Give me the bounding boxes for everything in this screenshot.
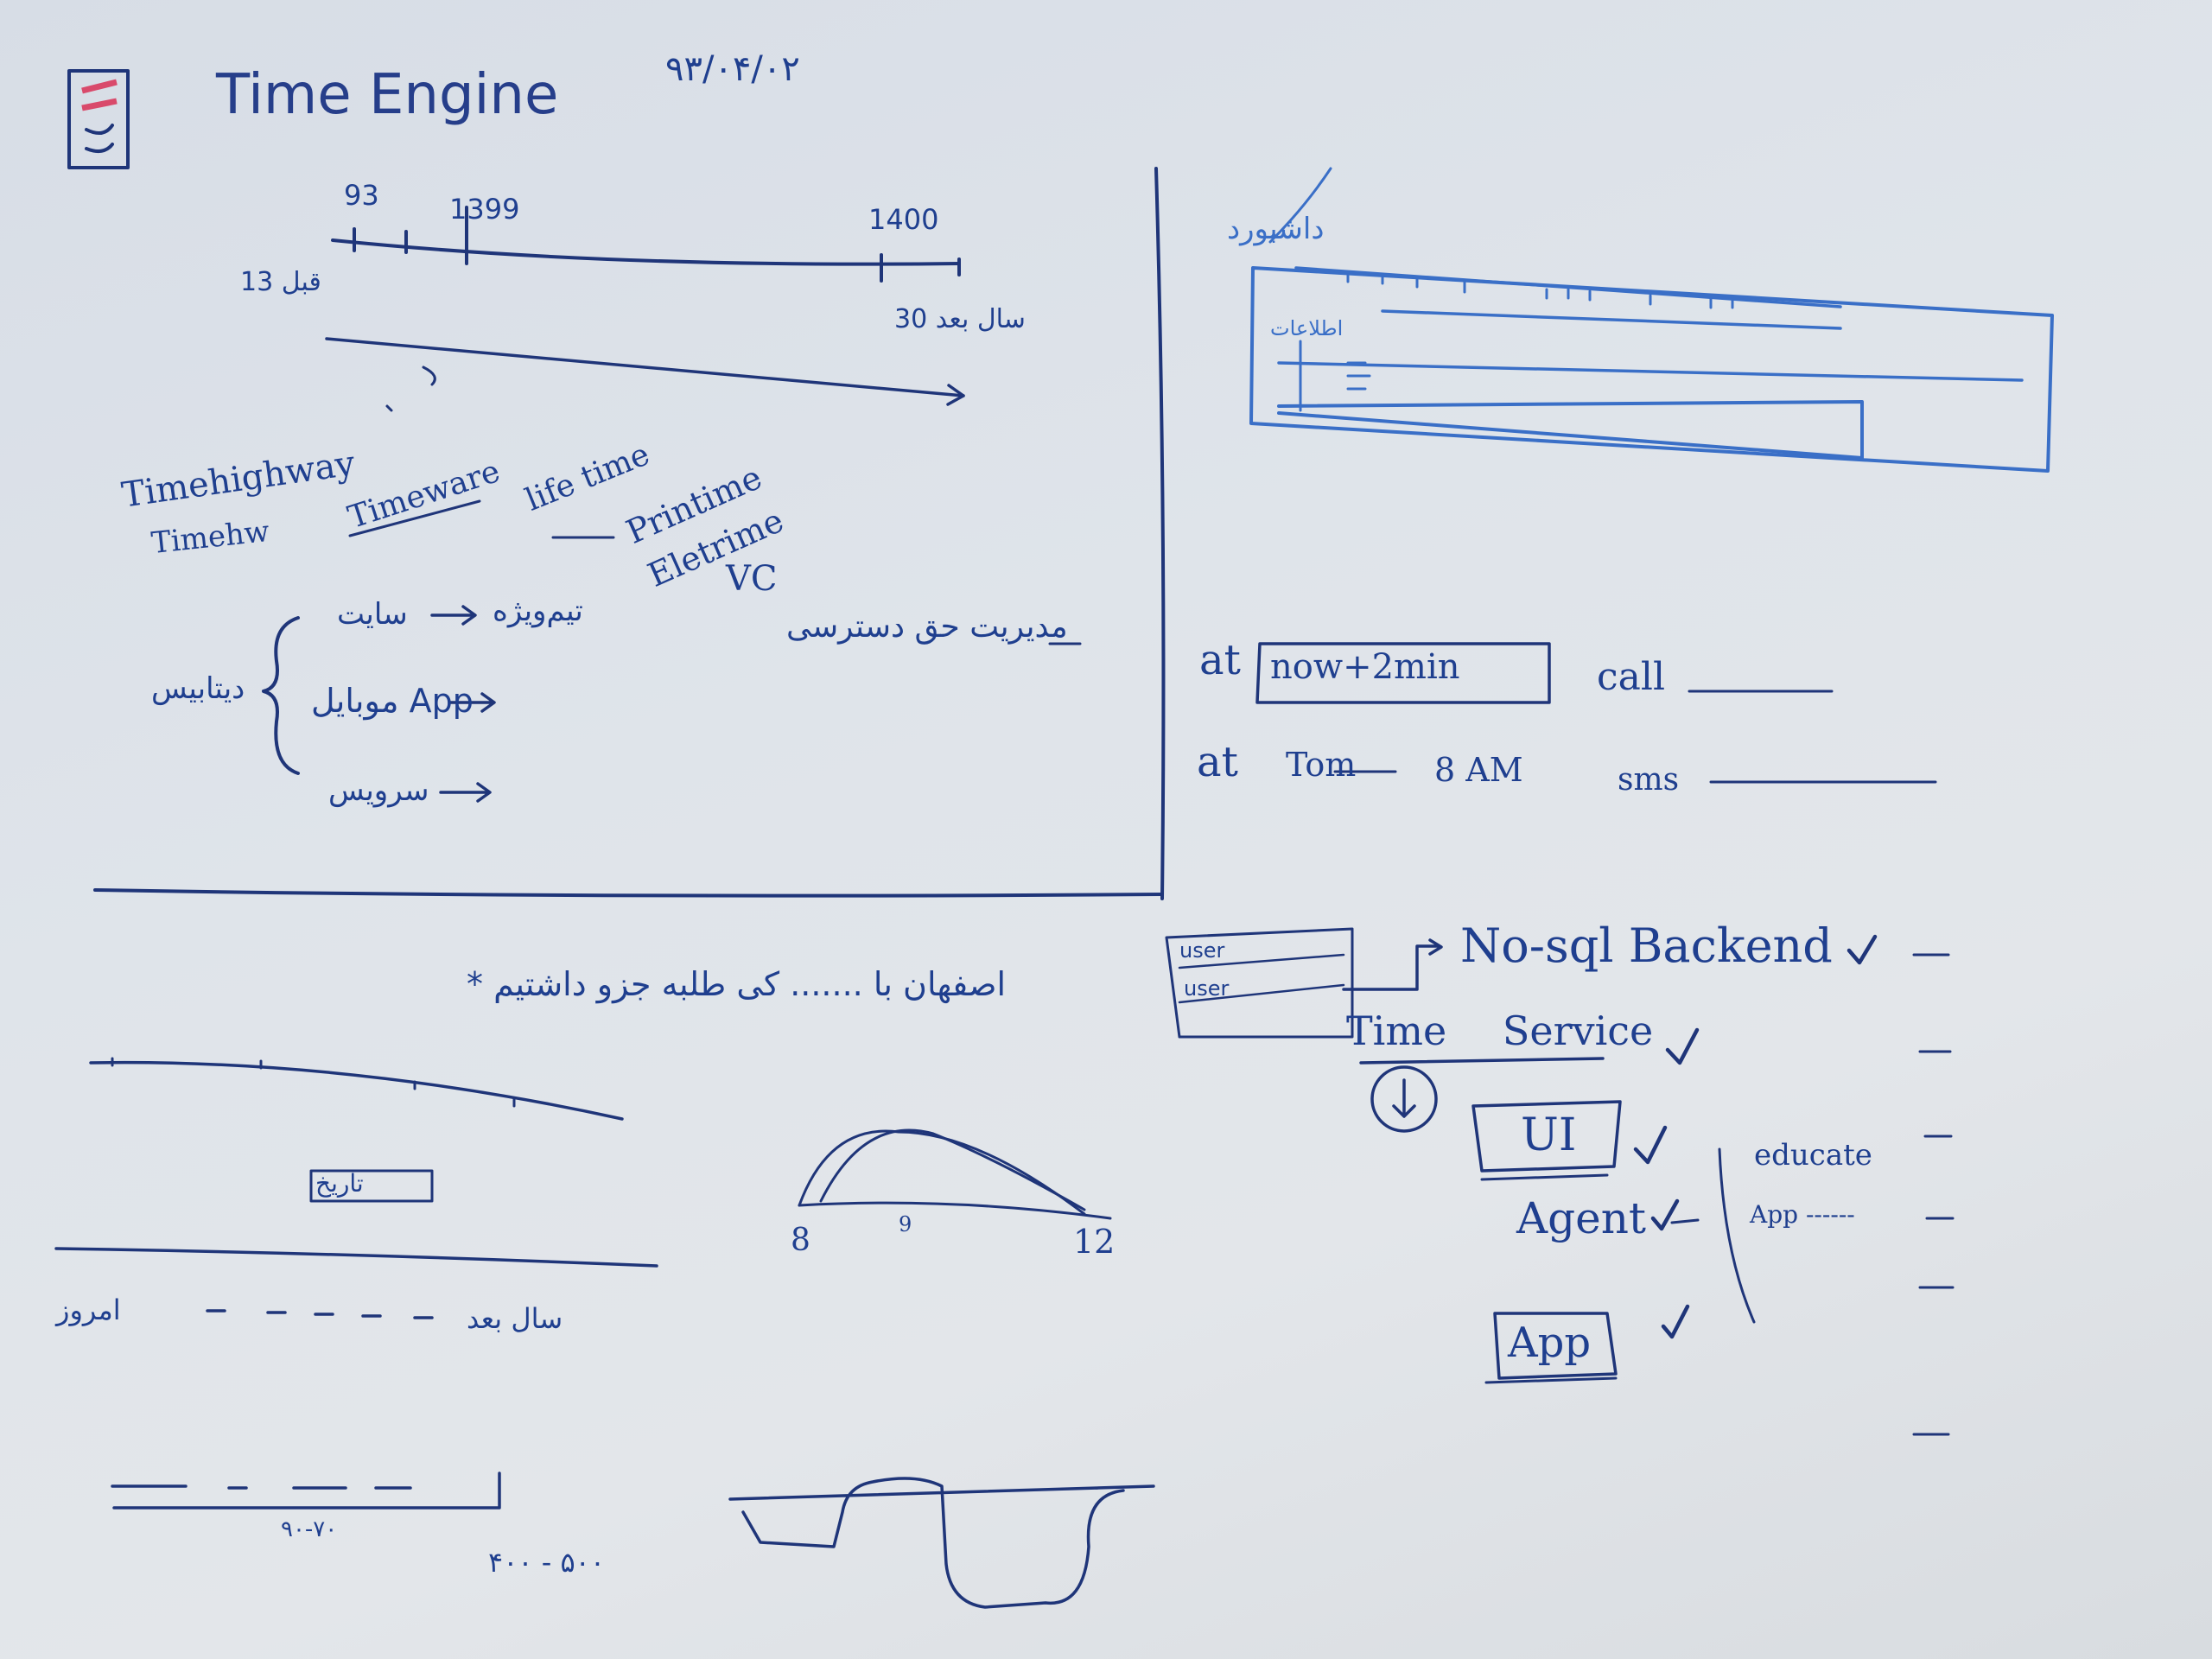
card-line-2: user <box>1184 976 1230 1001</box>
list-item-service: سرویس <box>328 773 429 808</box>
range-label-1: ۹۰-۷۰ <box>281 1516 338 1542</box>
list-item-site-source: تیم‌ویژه <box>493 594 583 628</box>
timeline-lines <box>325 206 965 412</box>
curve-x-mid: 9 <box>899 1212 912 1236</box>
arch-time-service: Time Service <box>1346 1007 1654 1054</box>
date-tag: تاریخ <box>315 1169 364 1198</box>
arch-app: App <box>1508 1319 1592 1367</box>
arch-app-note: App ------ <box>1750 1200 1855 1229</box>
brace-label: دیتابیس <box>151 671 245 706</box>
dashboard-label: داشبورد <box>1227 212 1325 246</box>
schedule-time-1: now+2min <box>1270 647 1460 687</box>
schedule-lines <box>1255 642 1937 784</box>
schedule-time-2: Tom <box>1286 746 1357 784</box>
list-item-mobile-app: موبایل App <box>311 682 474 720</box>
access-management: مدیریت حق دسترسی <box>786 609 1068 645</box>
bell-curve <box>798 1128 1112 1220</box>
schedule-action-2: sms <box>1618 762 1680 798</box>
dash-left-label: امروز <box>56 1294 121 1326</box>
tick-1400: 1400 <box>868 203 939 236</box>
date-label: ۹۳/۰۴/۰۲ <box>665 49 800 89</box>
page-title: Time Engine <box>216 63 559 127</box>
quote-line: * اصفهان با ....... کی طلبه جزو داشتیم <box>467 965 1007 1003</box>
name-vc: VC <box>726 559 778 599</box>
dash-right-label: سال بعد <box>467 1302 563 1335</box>
vertical-divider <box>1154 167 1166 900</box>
dashboard-sketch <box>1249 167 2054 473</box>
arch-backend: No-sql Backend <box>1460 918 1833 973</box>
tick-1399: 1399 <box>449 193 520 226</box>
timeware-underline <box>348 499 481 537</box>
card-line-1: user <box>1179 938 1225 963</box>
range-label-2: ۴۰۰ - ۵۰۰ <box>488 1546 606 1579</box>
schedule-at-1: at <box>1199 636 1241 684</box>
arch-lines <box>1165 927 1955 1436</box>
schedule-at-2: at <box>1197 738 1238 786</box>
curve-x-start: 8 <box>791 1223 810 1258</box>
horizontal-divider <box>93 888 1164 898</box>
brace <box>262 616 300 775</box>
timeline-left-note: 13 قبل <box>240 267 321 297</box>
logo-box <box>67 69 130 169</box>
schedule-action-1: call <box>1597 655 1666 699</box>
arch-ui: UI <box>1521 1109 1577 1161</box>
curve-x-end: 12 <box>1073 1223 1116 1261</box>
dashboard-inner-label: اطلاعات <box>1270 316 1344 340</box>
list-item-site-target: سایت <box>337 597 408 632</box>
tick-93: 93 <box>344 179 379 212</box>
timeline-right-note: 30 سال بعد <box>894 304 1026 334</box>
arch-educate: educate <box>1754 1138 1872 1173</box>
decay-curve <box>89 1060 624 1121</box>
schedule-hour-2: 8 AM <box>1434 751 1523 789</box>
arch-agent: Agent <box>1516 1193 1646 1243</box>
bowl-shape <box>728 1477 1155 1609</box>
